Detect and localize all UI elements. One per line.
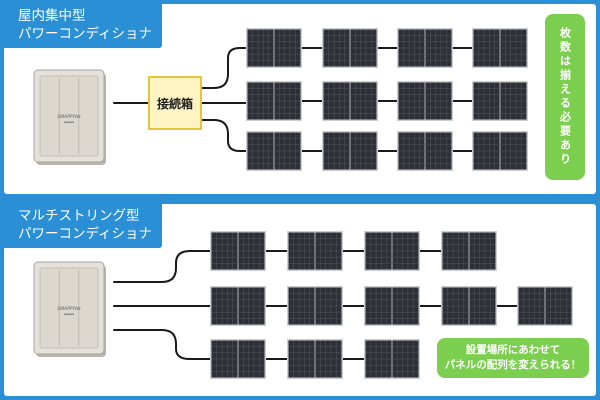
junction-box: 接続箱 bbox=[148, 76, 202, 130]
wire bbox=[113, 329, 211, 360]
multistring-note-line2: パネルの配列を変えられる！ bbox=[444, 359, 582, 371]
solar-panel bbox=[210, 286, 266, 326]
solar-panel bbox=[322, 28, 378, 68]
multistring-title: マルチストリング型 パワーコンディショナ bbox=[4, 204, 163, 248]
solar-panel bbox=[397, 28, 453, 68]
solar-panel bbox=[517, 286, 573, 326]
solar-panel bbox=[397, 81, 453, 121]
central-title: 屋内集中型 パワーコンディショナ bbox=[4, 4, 163, 48]
solar-panel bbox=[441, 231, 497, 271]
solar-panel bbox=[287, 231, 343, 271]
solar-panel bbox=[364, 286, 420, 326]
device-brand-label: SMAPPOW bbox=[57, 114, 81, 120]
solar-panel bbox=[472, 81, 528, 121]
central-title-line2: パワーコンディショナ bbox=[18, 26, 153, 42]
solar-panel bbox=[246, 28, 302, 68]
solar-panel bbox=[364, 339, 420, 379]
solar-panel bbox=[210, 339, 266, 379]
central-note-text: 枚数は揃える必要あり bbox=[558, 27, 572, 167]
solar-panel bbox=[472, 28, 528, 68]
junction-box-label: 接続箱 bbox=[156, 96, 193, 111]
solar-panel bbox=[246, 81, 302, 121]
central-title-line1: 屋内集中型 bbox=[18, 8, 86, 24]
solar-panel bbox=[210, 231, 266, 271]
multistring-note-line1: 設置場所にあわせて bbox=[465, 344, 561, 356]
solar-panel bbox=[287, 339, 343, 379]
central-note: 枚数は揃える必要あり bbox=[545, 14, 585, 180]
solar-panel bbox=[287, 286, 343, 326]
multistring-note: 設置場所にあわせて パネルの配列を変えられる！ bbox=[437, 338, 589, 378]
wire bbox=[113, 250, 211, 283]
solar-panel bbox=[364, 231, 420, 271]
power-conditioner-unit: SMAPPOW bbox=[33, 261, 106, 357]
solar-panel bbox=[246, 131, 302, 171]
wire bbox=[201, 47, 247, 89]
solar-panel bbox=[472, 131, 528, 171]
wire bbox=[201, 119, 247, 152]
solar-panel bbox=[397, 131, 453, 171]
power-conditioner-unit: SMAPPOW bbox=[33, 69, 106, 165]
device-brand-label: SMAPPOW bbox=[57, 306, 81, 312]
solar-panel bbox=[441, 286, 497, 326]
solar-panel bbox=[322, 131, 378, 171]
multistring-title-line2: パワーコンディショナ bbox=[18, 226, 153, 242]
multistring-title-line1: マルチストリング型 bbox=[18, 208, 140, 224]
solar-panel bbox=[322, 81, 378, 121]
